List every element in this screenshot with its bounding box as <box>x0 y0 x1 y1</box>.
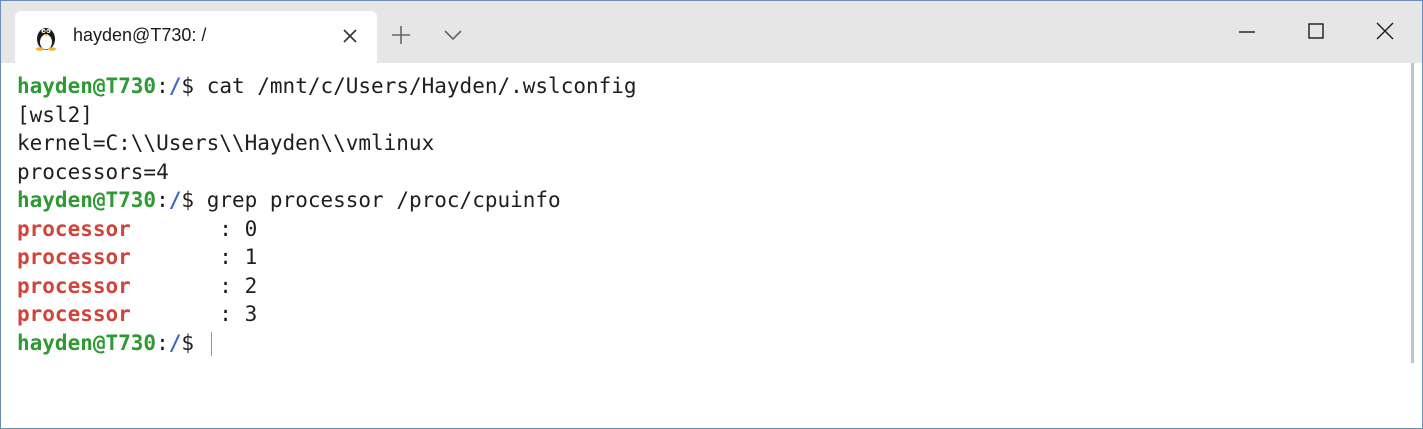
chevron-down-icon[interactable] <box>441 27 465 43</box>
grep-match: processor <box>17 273 131 298</box>
output-text: : 3 <box>130 302 258 326</box>
prompt-dollar: $ <box>181 188 207 212</box>
prompt-dollar: $ <box>181 74 207 98</box>
tab-title: hayden@T730: / <box>73 25 207 45</box>
scrollbar[interactable] <box>1411 63 1414 363</box>
terminal-line: processor : 1 <box>17 243 637 272</box>
output-text: [wsl2] <box>17 102 93 127</box>
output-text: : 1 <box>130 245 258 269</box>
terminal-line: processor : 3 <box>17 300 637 329</box>
terminal-line: hayden@T730:/$ cat /mnt/c/Users/Hayden/.… <box>17 72 637 101</box>
terminal-lines: hayden@T730:/$ cat /mnt/c/Users/Hayden/.… <box>17 72 637 357</box>
output-text: : 0 <box>130 216 258 241</box>
tab-close-icon[interactable] <box>339 25 361 47</box>
linux-tux-icon <box>36 28 56 51</box>
prompt-user: hayden@T730 <box>17 330 157 355</box>
prompt-path: / <box>168 188 182 212</box>
prompt-path: / <box>168 74 182 98</box>
prompt-colon: : <box>156 188 169 212</box>
terminal-line: processor : 0 <box>17 215 637 244</box>
command-text: grep processor /proc/cpuinfo <box>206 188 561 212</box>
terminal-output[interactable]: hayden@T730:/$ cat /mnt/c/Users/Hayden/.… <box>1 63 1422 428</box>
prompt-dollar: $ <box>181 330 207 355</box>
command-text: cat /mnt/c/Users/Hayden/.wslconfig <box>206 74 637 98</box>
terminal-line: processor : 2 <box>17 272 637 301</box>
grep-match: processor <box>17 216 131 241</box>
prompt-colon: : <box>156 330 169 355</box>
terminal-line: hayden@T730:/$ grep processor /proc/cpui… <box>17 186 637 215</box>
text-cursor <box>210 331 212 356</box>
grep-match: processor <box>17 245 131 269</box>
terminal-line: hayden@T730:/$ <box>17 329 637 358</box>
close-icon[interactable] <box>1373 19 1397 43</box>
terminal-line: processors=4 <box>17 158 637 187</box>
title-bar: hayden@T730: / <box>1 1 1422 63</box>
output-text: processors=4 <box>17 159 169 184</box>
prompt-user: hayden@T730 <box>17 188 157 212</box>
output-text: : 2 <box>130 273 258 298</box>
terminal-line: kernel=C:\\Users\\Hayden\\vmlinux <box>17 129 637 158</box>
output-text: kernel=C:\\Users\\Hayden\\vmlinux <box>17 131 435 155</box>
grep-match: processor <box>17 302 131 326</box>
minimize-icon[interactable] <box>1235 19 1259 43</box>
prompt-path: / <box>168 330 182 355</box>
tab-terminal[interactable]: hayden@T730: / <box>15 11 377 63</box>
maximize-icon[interactable] <box>1304 19 1328 43</box>
terminal-line: [wsl2] <box>17 101 637 130</box>
plus-icon[interactable] <box>389 23 413 47</box>
prompt-colon: : <box>156 74 169 98</box>
prompt-user: hayden@T730 <box>17 74 157 98</box>
